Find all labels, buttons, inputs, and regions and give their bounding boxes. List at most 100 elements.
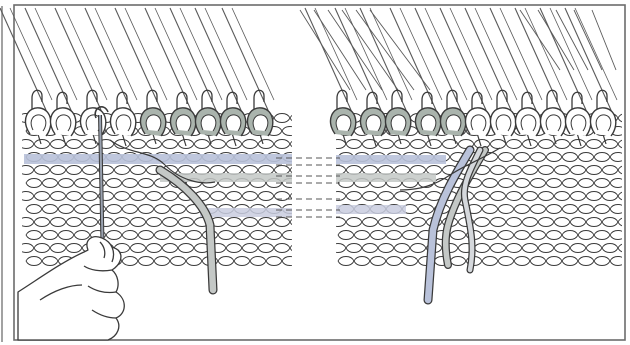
- fabric-stitch: [18, 244, 34, 253]
- fabric-stitch: [602, 140, 618, 149]
- fabric-stitch: [530, 153, 546, 162]
- fabric-stitch: [522, 218, 538, 227]
- fabric-stitch: [490, 166, 506, 175]
- fabric-stitch: [570, 244, 586, 253]
- fabric-stitch: [506, 166, 522, 175]
- fabric-stitch: [34, 192, 50, 201]
- fabric-stitch: [338, 231, 354, 240]
- needle-shaft: [0, 8, 46, 110]
- fabric-stitch: [162, 192, 178, 201]
- fabric-stitch: [42, 231, 58, 240]
- fabric-stitch: [162, 244, 178, 253]
- fabric-stitch: [362, 244, 378, 253]
- stitch-loops: [25, 108, 615, 136]
- fabric-stitch: [618, 166, 630, 175]
- fabric-stitch: [74, 179, 90, 188]
- fabric-stitch: [18, 218, 34, 227]
- fabric-stitch: [42, 179, 58, 188]
- fabric-stitch: [578, 231, 594, 240]
- fabric-stitch: [66, 192, 82, 201]
- needle-shaft: [85, 8, 131, 110]
- fabric-stitch: [34, 166, 50, 175]
- fabric-stitch: [290, 114, 306, 123]
- fabric-stitch: [450, 257, 466, 266]
- fabric-stitch: [242, 218, 258, 227]
- needle-shaft: [565, 8, 611, 110]
- fabric-stitch: [554, 218, 570, 227]
- fabric-stitch: [586, 244, 602, 253]
- fabric-stitch: [290, 140, 306, 149]
- fabric-stitch: [602, 218, 618, 227]
- fabric-stitch: [42, 257, 58, 266]
- fabric-stitch: [602, 192, 618, 201]
- fabric-stitch: [330, 140, 346, 149]
- fabric-stitch: [426, 140, 442, 149]
- fabric-stitch: [26, 257, 42, 266]
- fabric-stitch: [578, 205, 594, 214]
- fabric-stitch: [66, 140, 82, 149]
- fabric-stitch: [602, 166, 618, 175]
- fabric-stitch: [522, 166, 538, 175]
- fabric-stitch: [474, 192, 490, 201]
- fabric-stitch: [290, 166, 306, 175]
- fabric-stitch: [58, 205, 74, 214]
- fabric-stitch: [330, 218, 346, 227]
- fabric-stitch: [346, 218, 362, 227]
- fabric-stitch: [290, 218, 306, 227]
- fabric-stitch: [562, 257, 578, 266]
- fabric-stitch: [506, 140, 522, 149]
- fabric-stitch: [346, 192, 362, 201]
- fabric-stitch: [74, 205, 90, 214]
- fabric-stitch: [618, 140, 630, 149]
- fabric-stitch: [490, 218, 506, 227]
- fabric-stitch: [498, 179, 514, 188]
- fabric-stitch: [34, 244, 50, 253]
- fabric-stitch: [386, 257, 402, 266]
- fabric-stitch: [250, 231, 266, 240]
- fabric-stitch: [594, 179, 610, 188]
- fabric-stitch: [130, 244, 146, 253]
- fabric-stitch: [402, 257, 418, 266]
- fabric-stitch: [210, 140, 226, 149]
- fabric-stitch: [274, 114, 290, 123]
- fabric-stitch: [114, 218, 130, 227]
- fabric-stitch: [498, 153, 514, 162]
- fabric-stitch: [610, 257, 626, 266]
- fabric-stitch: [562, 153, 578, 162]
- needle-shaft: [415, 8, 461, 110]
- knitted-fabric-right: [330, 114, 630, 266]
- fabric-stitch: [82, 218, 98, 227]
- fabric-stitch: [554, 140, 570, 149]
- fabric-stitch: [114, 166, 130, 175]
- fabric-stitch: [266, 231, 282, 240]
- fabric-stitch: [594, 257, 610, 266]
- fabric-stitch: [418, 205, 434, 214]
- fabric-stitch: [394, 218, 410, 227]
- fabric-stitch: [514, 205, 530, 214]
- fabric-stitch: [498, 205, 514, 214]
- fabric-stitch: [258, 244, 274, 253]
- fabric-stitch: [258, 192, 274, 201]
- fabric-stitch: [258, 218, 274, 227]
- fabric-stitch: [482, 205, 498, 214]
- fabric-stitch: [194, 140, 210, 149]
- needle-shaft: [145, 8, 191, 110]
- fabric-stitch: [122, 205, 138, 214]
- fabric-stitch: [562, 205, 578, 214]
- fabric-stitch: [274, 218, 290, 227]
- fabric-stitch: [154, 205, 170, 214]
- fabric-stitch: [538, 192, 554, 201]
- fabric-stitch: [274, 244, 290, 253]
- fabric-stitch: [610, 179, 626, 188]
- fabric-stitch: [210, 192, 226, 201]
- fabric-stitch: [394, 140, 410, 149]
- fabric-stitch: [530, 257, 546, 266]
- fabric-stitch: [26, 179, 42, 188]
- fabric-stitch: [522, 192, 538, 201]
- fabric-stitch: [546, 153, 562, 162]
- fabric-stitch: [226, 218, 242, 227]
- fabric-stitch: [234, 231, 250, 240]
- fabric-stitch: [514, 153, 530, 162]
- fabric-stitch: [618, 114, 630, 123]
- fabric-stitch: [578, 153, 594, 162]
